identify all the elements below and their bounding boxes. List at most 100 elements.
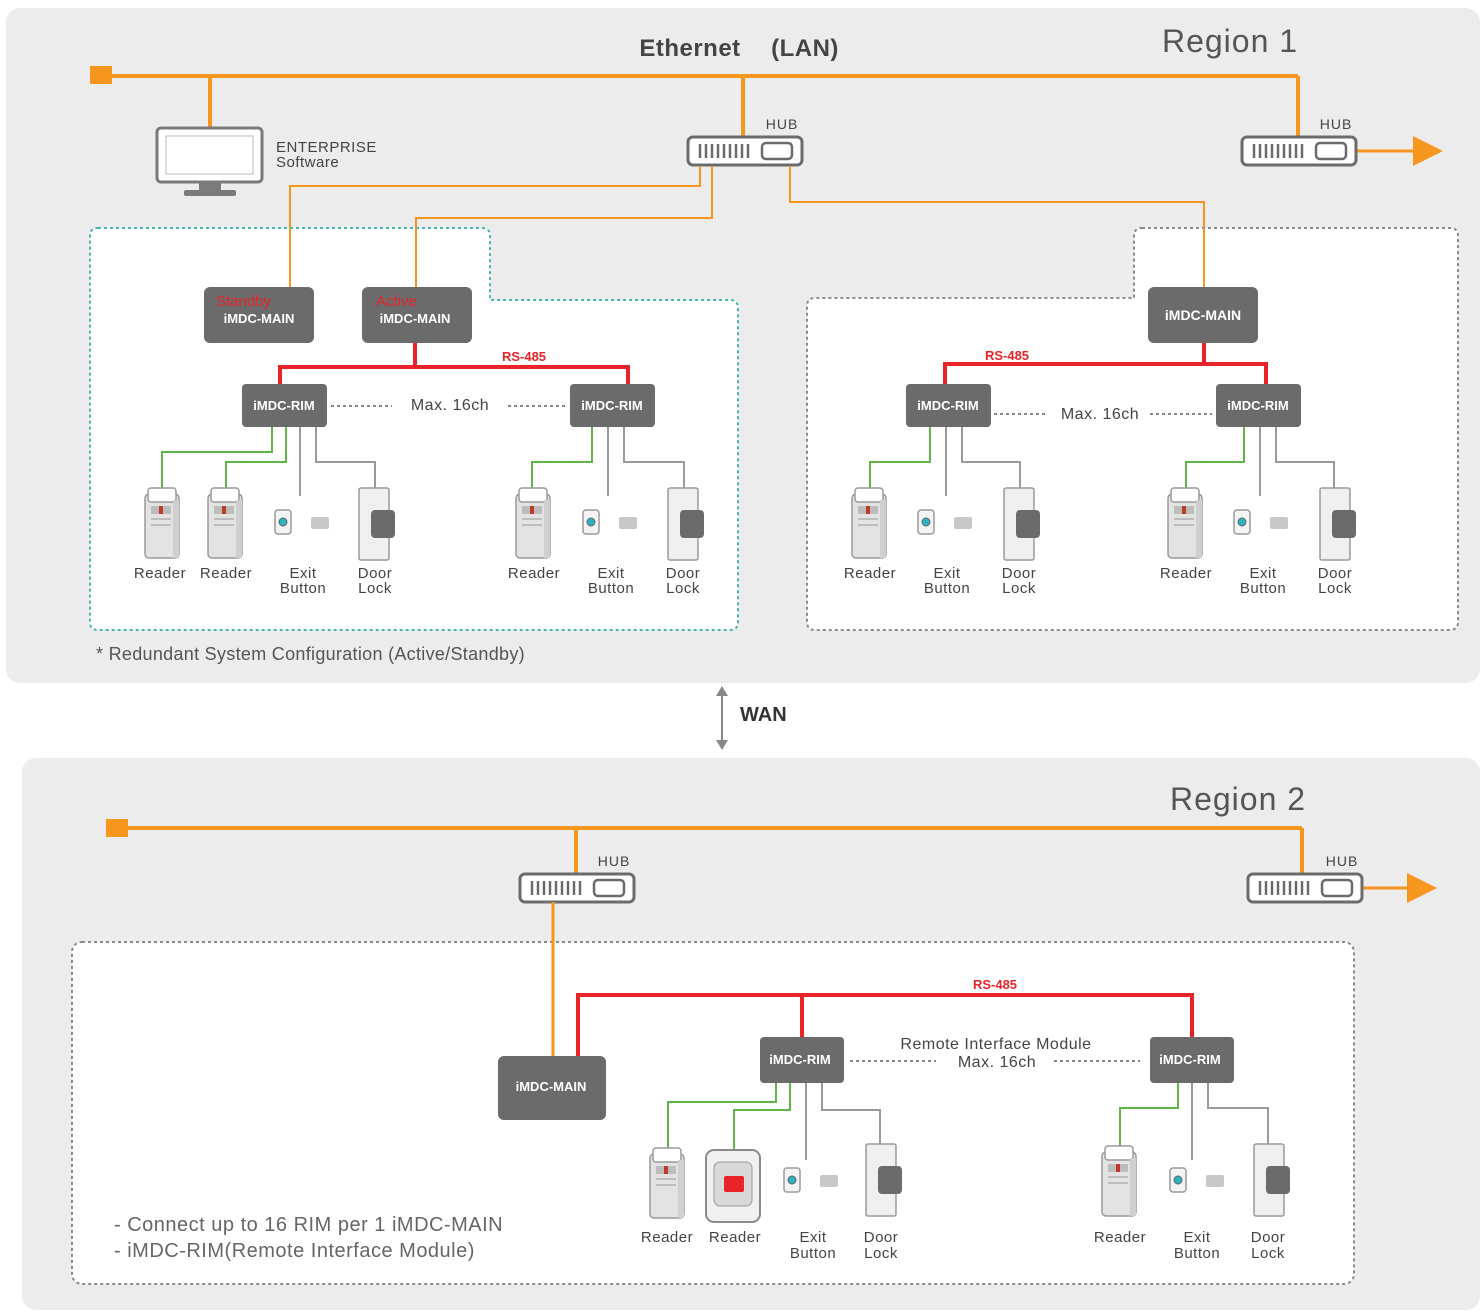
- door-label: Door: [1002, 565, 1037, 582]
- rim-box: [1216, 384, 1301, 427]
- ethernet-backbone-r2: [116, 826, 1304, 874]
- rs485-bus-r1-right: [943, 343, 1268, 384]
- rim-box: [760, 1037, 844, 1083]
- door-lock-icon: [1319, 487, 1357, 561]
- site-cluster-r2: [71, 941, 1355, 1285]
- rim-label: iMDC-RIM: [253, 398, 314, 413]
- ethernet-backbone-r1: [100, 74, 1300, 137]
- main-box: [1148, 287, 1258, 343]
- reader-icon: [1101, 1145, 1137, 1217]
- max-ch-label: Max. 16ch: [958, 1054, 1036, 1071]
- site-cluster-right: [806, 227, 1459, 631]
- note-line1: - Connect up to 16 RIM per 1 iMDC-MAIN: [114, 1214, 503, 1236]
- door-lock-icon: [1253, 1143, 1291, 1217]
- rs485-bus-r2: [576, 993, 1194, 1056]
- rim-label: iMDC-RIM: [1227, 398, 1288, 413]
- wan-label: WAN: [740, 704, 787, 726]
- redundant-note: * Redundant System Configuration (Active…: [96, 644, 525, 664]
- lan-label: (LAN): [771, 35, 839, 62]
- lock-label: Lock: [1002, 580, 1036, 597]
- ethernet-title: Ethernet: [639, 35, 740, 62]
- button-label: Button: [924, 580, 970, 597]
- active-label: Active: [376, 293, 417, 310]
- ethernet-terminal-r2: [106, 819, 128, 837]
- lock-label: Lock: [358, 580, 392, 597]
- fingerprint-reader-icon: [705, 1149, 761, 1223]
- monitor-icon: [155, 126, 264, 196]
- max-ch-label: Max. 16ch: [411, 397, 489, 414]
- exit-label: Exit: [1183, 1229, 1210, 1246]
- hub-icon: [518, 872, 636, 904]
- reader-icon: [851, 487, 887, 559]
- reader-label: Reader: [1160, 565, 1212, 582]
- button-label: Button: [588, 580, 634, 597]
- ethernet-terminal-r1: [90, 66, 112, 84]
- door-lock-icon: [667, 487, 705, 561]
- hub-label-r1-left: HUB: [766, 116, 799, 132]
- software-label: Software: [276, 154, 339, 171]
- reader-label: Reader: [508, 565, 560, 582]
- active-main-box: [362, 287, 472, 343]
- exit-label: Exit: [933, 565, 960, 582]
- hub-icon: [686, 135, 804, 167]
- exit-label: Exit: [799, 1229, 826, 1246]
- rs485-label: RS-485: [985, 348, 1029, 363]
- button-label: Button: [790, 1245, 836, 1262]
- button-label: Button: [1174, 1245, 1220, 1262]
- button-label: Button: [280, 580, 326, 597]
- exit-label: Exit: [289, 565, 316, 582]
- note-line2: - iMDC-RIM(Remote Interface Module): [114, 1240, 475, 1262]
- rs485-label: RS-485: [973, 977, 1017, 992]
- rim-box: [242, 384, 327, 427]
- door-label: Door: [1318, 565, 1353, 582]
- door-lock-icon: [865, 1143, 903, 1217]
- rim-box: [906, 384, 991, 427]
- region1-title: Region 1: [1162, 23, 1298, 59]
- lock-label: Lock: [1251, 1245, 1285, 1262]
- rim-label: iMDC-RIM: [1159, 1052, 1220, 1067]
- reader-label: Reader: [641, 1229, 693, 1246]
- reader-label: Reader: [134, 565, 186, 582]
- standby-label: Standby: [216, 293, 272, 310]
- button-label: Button: [1240, 580, 1286, 597]
- hub-label-r1-right: HUB: [1320, 116, 1353, 132]
- reader-label: Reader: [200, 565, 252, 582]
- rim-box: [1150, 1037, 1234, 1083]
- reader-icon: [207, 487, 243, 559]
- reader-label: Reader: [709, 1229, 761, 1246]
- door-label: Door: [666, 565, 701, 582]
- rim-label: iMDC-RIM: [769, 1052, 830, 1067]
- lock-label: Lock: [666, 580, 700, 597]
- main-box: [498, 1056, 606, 1120]
- exit-label: Exit: [1249, 565, 1276, 582]
- reader-label: Reader: [1094, 1229, 1146, 1246]
- rim-label: iMDC-RIM: [917, 398, 978, 413]
- rim-box: [570, 384, 655, 427]
- rs485-bus-r1-left: [278, 343, 630, 384]
- remote-module-label: Remote Interface Module: [900, 1036, 1091, 1053]
- hub-label-r2-right: HUB: [1326, 853, 1359, 869]
- door-label: Door: [358, 565, 393, 582]
- door-label: Door: [1251, 1229, 1286, 1246]
- region2-title: Region 2: [1170, 781, 1306, 817]
- standby-main-box: [204, 287, 314, 343]
- exit-label: Exit: [597, 565, 624, 582]
- reader-icon: [1167, 487, 1203, 559]
- rim-label: iMDC-RIM: [581, 398, 642, 413]
- max-ch-label: Max. 16ch: [1061, 406, 1139, 423]
- reader-icon: [515, 487, 551, 559]
- standby-main-label: iMDC-MAIN: [224, 311, 295, 326]
- reader-icon: [649, 1147, 685, 1219]
- lock-label: Lock: [864, 1245, 898, 1262]
- door-lock-icon: [358, 487, 396, 561]
- hub-icon: [1240, 135, 1358, 167]
- hub-icon: [1246, 872, 1364, 904]
- main-label: iMDC-MAIN: [1165, 307, 1241, 323]
- hub-label-r2-left: HUB: [598, 853, 631, 869]
- enterprise-label: ENTERPRISE: [276, 139, 377, 156]
- active-main-label: iMDC-MAIN: [380, 311, 451, 326]
- lock-label: Lock: [1318, 580, 1352, 597]
- reader-icon: [144, 487, 180, 559]
- door-lock-icon: [1003, 487, 1041, 561]
